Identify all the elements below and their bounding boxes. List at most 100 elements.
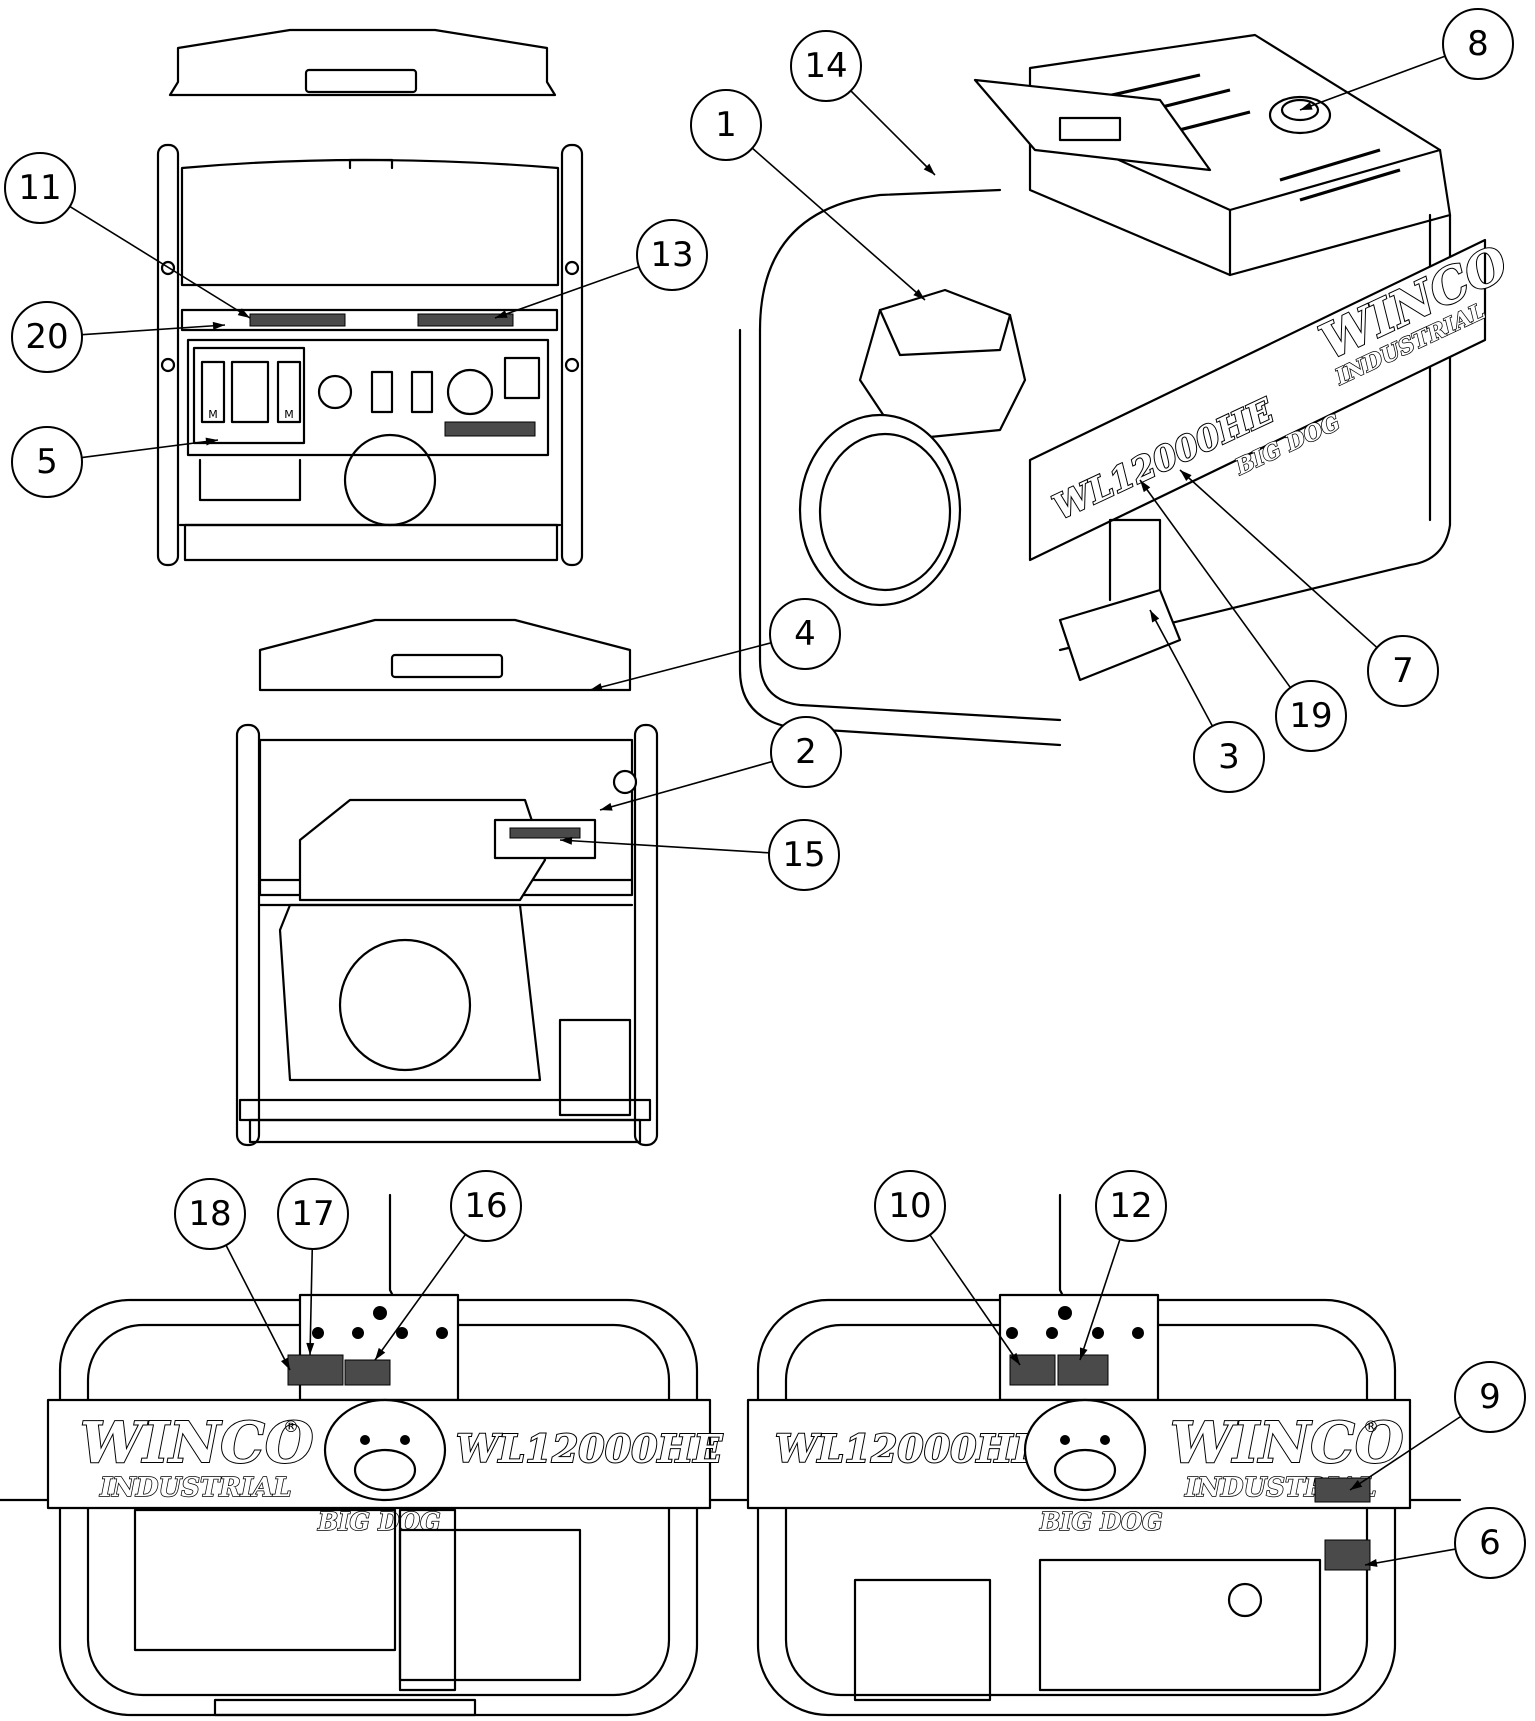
leader-arrow-19 <box>1140 480 1151 493</box>
leader-arrow-18 <box>280 1357 290 1370</box>
rear-right-registered: ® <box>1363 1417 1379 1436</box>
callout-label-10: 10 <box>888 1186 931 1226</box>
leader-line-1 <box>751 147 926 301</box>
callout-circle-5 <box>11 426 83 498</box>
callout-12: 12 <box>1095 1170 1167 1242</box>
leader-line-4 <box>589 642 772 691</box>
callout-label-9: 9 <box>1479 1377 1501 1417</box>
view-rear-left: WINCO INDUSTRIAL ® WL12000HE BIG DOG <box>0 1193 762 1717</box>
leader-line-19 <box>1139 479 1292 689</box>
callout-circle-18 <box>174 1178 246 1250</box>
leader-arrow-1 <box>913 289 925 300</box>
leader-line-14 <box>850 90 936 176</box>
callout-11: 11 <box>4 152 76 224</box>
callout-13: 13 <box>636 219 708 291</box>
leader-line-17 <box>309 1248 314 1356</box>
callout-label-20: 20 <box>25 317 68 357</box>
callout-3: 3 <box>1193 721 1265 793</box>
rear-left-mascot: BIG DOG <box>317 1507 441 1536</box>
view-side <box>235 618 659 1147</box>
callout-8: 8 <box>1442 8 1514 80</box>
callout-circle-6 <box>1454 1507 1526 1579</box>
view-rear-right: WL12000HE WINCO INDUSTRIAL ® BIG DOG <box>746 1193 1462 1717</box>
callout-1: 1 <box>690 89 762 161</box>
callout-19: 19 <box>1275 680 1347 752</box>
leader-line-8 <box>1299 55 1446 111</box>
callout-label-14: 14 <box>804 46 847 86</box>
leader-line-13 <box>494 265 640 319</box>
leader-arrow-2 <box>600 802 613 811</box>
callout-15: 15 <box>768 819 840 891</box>
panel-mark-m2: M <box>284 408 294 421</box>
rear-right-mascot: BIG DOG <box>1039 1507 1163 1536</box>
rear-left-brand: WINCO <box>80 1410 314 1476</box>
leader-line-20 <box>81 324 226 336</box>
callout-circle-15 <box>768 819 840 891</box>
rear-left-model: WL12000HE <box>456 1426 724 1471</box>
callout-label-7: 7 <box>1392 651 1414 691</box>
leader-arrow-20 <box>212 321 225 330</box>
callout-circle-14 <box>790 30 862 102</box>
leader-line-10 <box>929 1234 1021 1366</box>
callout-circle-1 <box>690 89 762 161</box>
callout-label-2: 2 <box>795 732 817 772</box>
callout-label-18: 18 <box>188 1194 231 1234</box>
leader-line-3 <box>1149 609 1214 727</box>
rear-left-sub: INDUSTRIAL <box>99 1473 292 1503</box>
leader-arrow-7 <box>1180 470 1192 482</box>
rear-right-brand: WINCO <box>1170 1410 1404 1476</box>
callout-circle-9 <box>1454 1361 1526 1433</box>
rear-right-model: WL12000HE <box>775 1426 1043 1471</box>
leader-line-9 <box>1349 1415 1462 1491</box>
leader-line-2 <box>599 760 773 811</box>
callout-circle-13 <box>636 219 708 291</box>
leader-arrow-3 <box>1150 610 1160 623</box>
leader-arrow-12 <box>1079 1347 1088 1360</box>
callout-17: 17 <box>277 1178 349 1250</box>
leader-arrow-14 <box>923 163 935 175</box>
leader-line-16 <box>374 1233 467 1361</box>
callout-label-13: 13 <box>650 235 693 275</box>
callout-10: 10 <box>874 1170 946 1242</box>
leader-line-15 <box>559 839 770 854</box>
leader-line-11 <box>69 205 251 319</box>
callout-circle-10 <box>874 1170 946 1242</box>
callout-label-4: 4 <box>794 614 816 654</box>
leader-arrow-5 <box>205 437 218 446</box>
callout-6: 6 <box>1454 1507 1526 1579</box>
callout-20: 20 <box>11 301 83 373</box>
leader-arrow-4 <box>590 683 603 691</box>
callout-circle-7 <box>1367 635 1439 707</box>
leader-arrow-8 <box>1300 102 1313 110</box>
callout-label-1: 1 <box>715 105 737 145</box>
leader-line-6 <box>1364 1548 1456 1566</box>
rear-left-registered: ® <box>283 1417 299 1436</box>
callout-7: 7 <box>1367 635 1439 707</box>
callout-14: 14 <box>790 30 862 102</box>
callout-label-11: 11 <box>18 168 61 208</box>
leader-arrow-15 <box>560 836 573 845</box>
panel-mark-m1: M <box>208 408 218 421</box>
callout-9: 9 <box>1454 1361 1526 1433</box>
callout-label-17: 17 <box>291 1194 334 1234</box>
callout-circle-8 <box>1442 8 1514 80</box>
leader-arrow-10 <box>1009 1352 1020 1365</box>
callout-circle-19 <box>1275 680 1347 752</box>
callout-circle-2 <box>770 716 842 788</box>
callout-circle-17 <box>277 1178 349 1250</box>
callout-circle-4 <box>769 598 841 670</box>
callout-label-6: 6 <box>1479 1523 1501 1563</box>
callout-label-19: 19 <box>1289 696 1332 736</box>
callout-18: 18 <box>174 1178 246 1250</box>
callout-circle-3 <box>1193 721 1265 793</box>
leader-line-12 <box>1079 1238 1121 1361</box>
callout-label-5: 5 <box>36 442 58 482</box>
leader-line-5 <box>81 439 219 459</box>
callout-circle-20 <box>11 301 83 373</box>
callout-label-15: 15 <box>782 835 825 875</box>
leader-arrow-13 <box>495 310 508 318</box>
callout-label-16: 16 <box>464 1186 507 1226</box>
leader-lines <box>69 55 1462 1567</box>
